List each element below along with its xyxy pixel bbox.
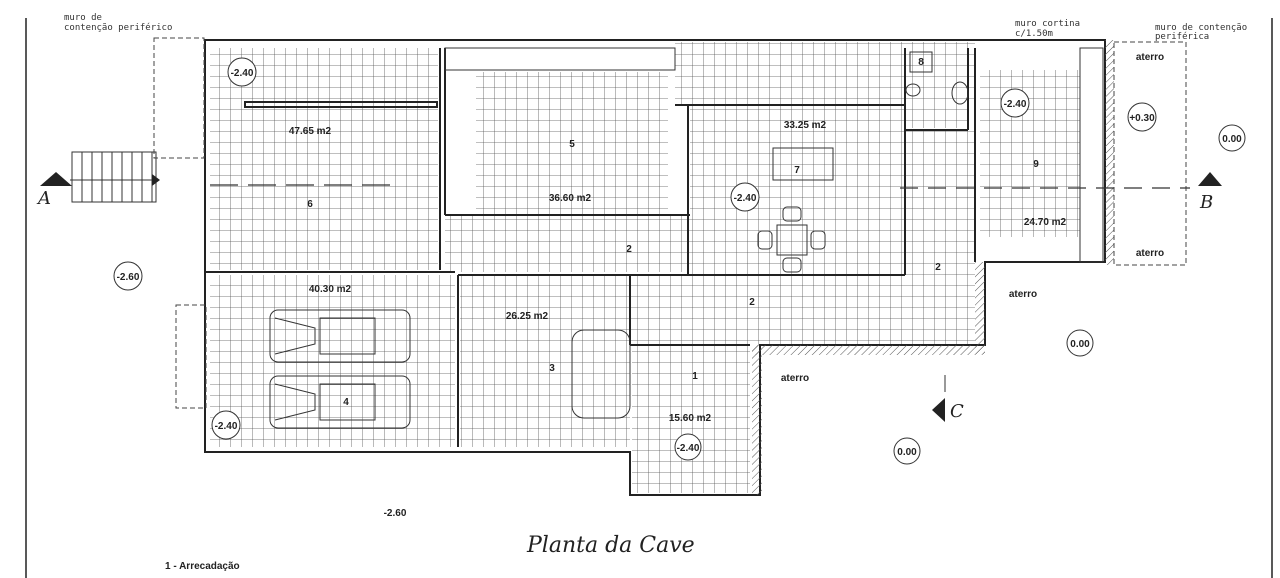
room-number: 2 [626,244,632,255]
retaining-walls [752,40,1114,495]
level-label: -2.40 [677,443,700,454]
room-number: 2 [935,262,941,273]
fill-label: aterro [781,373,809,384]
counter-icon [571,329,631,419]
level-label: -2.40 [231,68,254,79]
note-curtain-wall: muro cortina [1015,19,1080,29]
section-label-b: B [1199,192,1213,213]
room-area: 33.25 m2 [784,120,827,131]
legend-item: 1 - Arrecadação [165,561,240,572]
fill-area-outline [1113,41,1187,266]
level-label: +0.30 [1129,113,1155,124]
toilet-icon [905,83,921,97]
room-number: 1 [692,371,698,382]
level-label: 0.00 [1222,134,1242,145]
room-number: 5 [569,139,575,150]
room-number: 3 [549,363,555,374]
car-icon [269,375,411,429]
table-icon [772,147,834,181]
room-number: 2 [749,297,755,308]
sink-icon [951,81,969,105]
section-label-a: A [36,188,51,209]
floor-tiles [210,42,1080,493]
room-area: 26.25 m2 [506,311,549,322]
fill-label: aterro [1009,289,1037,300]
section-arrow-c-icon [932,398,945,422]
section-label-c: C [950,401,964,422]
level-markers [113,57,1246,465]
room-number: 6 [307,199,313,210]
shower-icon [909,51,933,73]
note-right-wall: muro de contenção [1155,23,1247,33]
car-icon [269,309,411,363]
ramp-outline [153,37,205,159]
note-left-wall: contenção periférico [64,22,172,33]
level-label: -2.40 [215,421,238,432]
level-label: -2.60 [117,272,140,283]
level-label: -2.40 [734,193,757,204]
note-left-wall: muro de [64,13,102,23]
drawing-title: Planta da Cave [526,533,695,558]
level-label: 0.00 [897,447,917,458]
room-area: 47.65 m2 [289,126,332,137]
section-arrow-a-icon [40,172,72,186]
room-number: 4 [343,397,349,408]
room-number: 7 [794,165,800,176]
dining-table-icon [757,206,826,273]
room-number: 8 [918,57,924,68]
room-area: 24.70 m2 [1024,217,1067,228]
level-label: -2.40 [1004,99,1027,110]
section-arrow-b-icon [1198,172,1222,186]
level-label: 0.00 [1070,339,1090,350]
fill-label: aterro [1136,248,1164,259]
note-right-wall: periférica [1155,31,1209,42]
room-number: 9 [1033,159,1039,170]
room-area: 15.60 m2 [669,413,712,424]
stairs [70,151,160,203]
level-label: -2.60 [384,508,407,519]
room-area: 36.60 m2 [549,193,592,204]
room-area: 40.30 m2 [309,284,352,295]
fill-label: aterro [1136,52,1164,63]
garage-door-outline [175,304,207,409]
note-curtain-wall: c/1.50m [1015,29,1053,39]
